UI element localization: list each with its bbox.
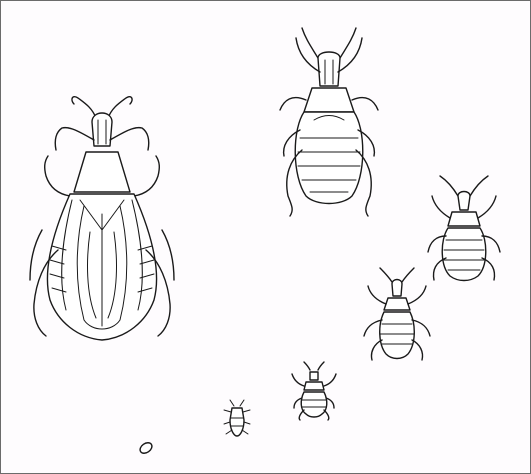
nymph-stage-3 bbox=[364, 268, 430, 360]
nymph-stage-5 bbox=[280, 28, 378, 216]
nymph-stage-1 bbox=[224, 400, 250, 436]
egg-illustration bbox=[138, 441, 154, 456]
nymph-stage-4 bbox=[428, 176, 500, 281]
adult-bug-illustration bbox=[30, 97, 174, 340]
nymph-stage-2 bbox=[292, 362, 336, 420]
